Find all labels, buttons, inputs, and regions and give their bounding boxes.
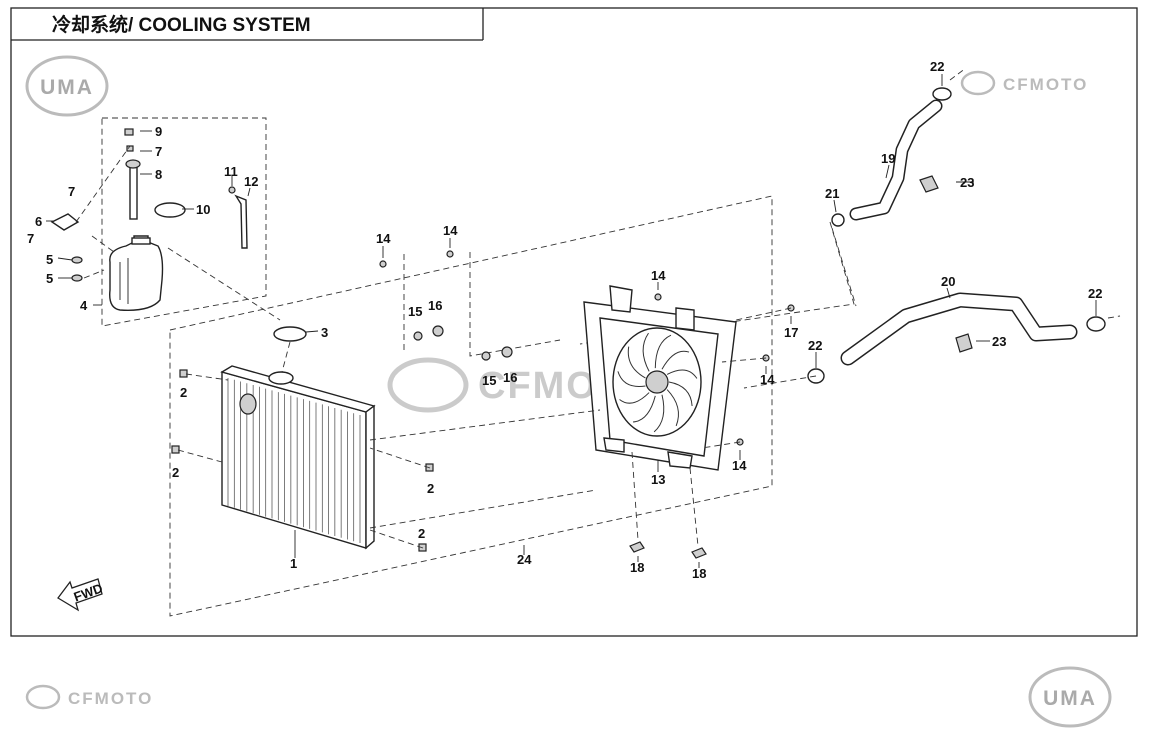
cfmoto-logo-bottom: CFMOTO — [25, 684, 153, 710]
page-title: 冷却系统/ COOLING SYSTEM — [52, 13, 311, 36]
dashed-leaders — [75, 67, 1121, 549]
fwd-arrow-icon: FWD — [57, 578, 105, 612]
callout-23a: 23 — [960, 175, 974, 190]
grommet-16b — [501, 346, 513, 358]
grommet-18b — [691, 547, 707, 559]
svg-text:UMA: UMA — [1043, 687, 1097, 710]
nut-2b — [171, 445, 180, 454]
callout-16b: 16 — [503, 370, 517, 385]
callout-20: 20 — [941, 274, 955, 289]
callout-3: 3 — [321, 325, 328, 340]
hose-clamp-22a — [932, 87, 952, 101]
svg-text:CFMOTO: CFMOTO — [1003, 75, 1088, 94]
radiator — [220, 365, 376, 550]
callout-16a: 16 — [428, 298, 442, 313]
dipstick — [125, 159, 141, 220]
callout-15a: 15 — [408, 304, 422, 319]
callout-2b: 2 — [172, 465, 179, 480]
callout-24: 24 — [517, 552, 532, 567]
bolt-group-box-b — [469, 252, 561, 357]
main-assembly-box — [169, 195, 773, 617]
callout-14c: 14 — [651, 268, 666, 283]
svg-text:FWD: FWD — [72, 580, 105, 604]
clip-23a — [919, 175, 939, 193]
reservoir-group-box — [101, 117, 267, 327]
reservoir-cap — [154, 202, 186, 218]
breather-hose-12 — [234, 194, 248, 249]
callout-7b: 7 — [27, 231, 34, 246]
nut-2a — [179, 369, 188, 378]
callout-2a: 2 — [180, 385, 187, 400]
callout-7a: 7 — [68, 184, 75, 199]
clip-11 — [228, 186, 236, 194]
bolt-14c — [654, 293, 662, 301]
bolt-5a — [71, 256, 83, 264]
callout-7c: 7 — [155, 144, 162, 159]
callout-2d: 2 — [418, 526, 425, 541]
callout-22c: 22 — [1088, 286, 1102, 301]
callout-14e: 14 — [732, 458, 747, 473]
callout-12: 12 — [244, 174, 258, 189]
clip-6 — [50, 213, 80, 231]
callout-22b: 22 — [808, 338, 822, 353]
bolt-14a — [379, 260, 387, 268]
callout-10: 10 — [196, 202, 210, 217]
callout-18a: 18 — [630, 560, 644, 575]
callout-14b: 14 — [443, 223, 458, 238]
fitting-9 — [124, 128, 134, 136]
callout-18b: 18 — [692, 566, 706, 581]
callout-5b: 5 — [46, 271, 53, 286]
callout-8: 8 — [155, 167, 162, 182]
grommet-18a — [629, 541, 645, 553]
radiator-cap — [273, 326, 307, 342]
callout-22a: 22 — [930, 59, 944, 74]
coolant-reservoir — [109, 235, 164, 311]
callout-14a: 14 — [376, 231, 391, 246]
callout-1: 1 — [290, 556, 297, 571]
bolt-14b — [446, 250, 454, 258]
callout-14d: 14 — [760, 372, 775, 387]
grommet-16a — [432, 325, 444, 337]
callout-9: 9 — [155, 124, 162, 139]
callout-2c: 2 — [427, 481, 434, 496]
callout-4: 4 — [80, 298, 88, 313]
bolt-15a — [413, 331, 423, 341]
svg-text:UMA: UMA — [40, 76, 94, 99]
callout-11: 11 — [224, 164, 238, 179]
svg-text:CFMOTO: CFMOTO — [68, 689, 153, 708]
hose-clamp-21 — [831, 213, 845, 227]
uma-logo-top: UMA — [25, 55, 109, 117]
bolt-15b — [481, 351, 491, 361]
cooling-fan — [612, 327, 702, 437]
callout-labels: 1 2 2 2 2 3 4 5 5 6 7 7 7 8 9 10 11 12 1… — [27, 59, 1102, 581]
callout-17: 17 — [784, 325, 798, 340]
callout-23b: 23 — [992, 334, 1006, 349]
uma-logo-bottom: UMA — [1028, 666, 1112, 728]
cfmoto-logo-top: CFMOTO — [960, 70, 1088, 96]
callout-19: 19 — [881, 151, 895, 166]
diagram-frame — [10, 7, 1138, 637]
clip-23b — [955, 333, 973, 353]
callout-13: 13 — [651, 472, 665, 487]
leader-lines — [46, 74, 1097, 568]
callout-15b: 15 — [482, 373, 496, 388]
bolt-5b — [71, 274, 83, 282]
hose-clamp-22c — [1086, 316, 1106, 332]
callout-6: 6 — [35, 214, 42, 229]
callout-21: 21 — [825, 186, 839, 201]
callout-5a: 5 — [46, 252, 53, 267]
